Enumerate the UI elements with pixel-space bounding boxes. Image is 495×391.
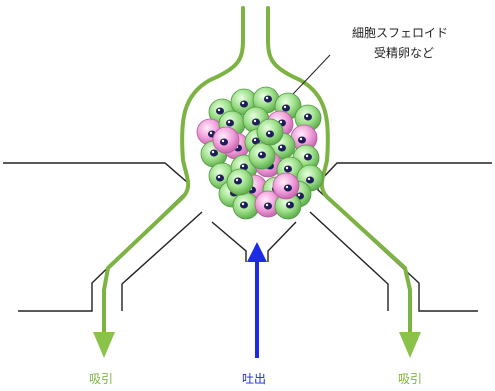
discharge-label: 吐出	[242, 372, 267, 386]
cell-spheroid	[196, 86, 324, 220]
left-suction-arrowhead	[93, 332, 115, 358]
nozzle-left-wall	[211, 221, 247, 262]
cell	[226, 168, 254, 196]
cell	[256, 118, 284, 146]
callout-label-line1: 細胞スフェロイド	[352, 26, 449, 40]
right-block-outline	[317, 162, 492, 312]
suction-label-left: 吸引	[89, 372, 114, 386]
cell	[290, 124, 318, 152]
left-block-outline	[3, 162, 189, 312]
cell	[212, 126, 240, 154]
right-suction-arrowhead	[399, 332, 421, 358]
discharge-arrowhead	[247, 242, 267, 262]
right-channel-wall	[309, 211, 389, 311]
cell	[232, 192, 260, 220]
right-suction-flow-line	[266, 6, 412, 336]
cell	[254, 190, 282, 218]
suction-label-right: 吸引	[398, 372, 423, 386]
left-channel-wall	[121, 211, 203, 311]
cell	[272, 172, 300, 200]
cell	[252, 86, 280, 114]
callout-label-line2: 受精卵など	[374, 46, 435, 60]
nozzle-right-wall	[267, 221, 297, 262]
left-suction-flow-line	[102, 6, 245, 336]
cell	[248, 142, 276, 170]
